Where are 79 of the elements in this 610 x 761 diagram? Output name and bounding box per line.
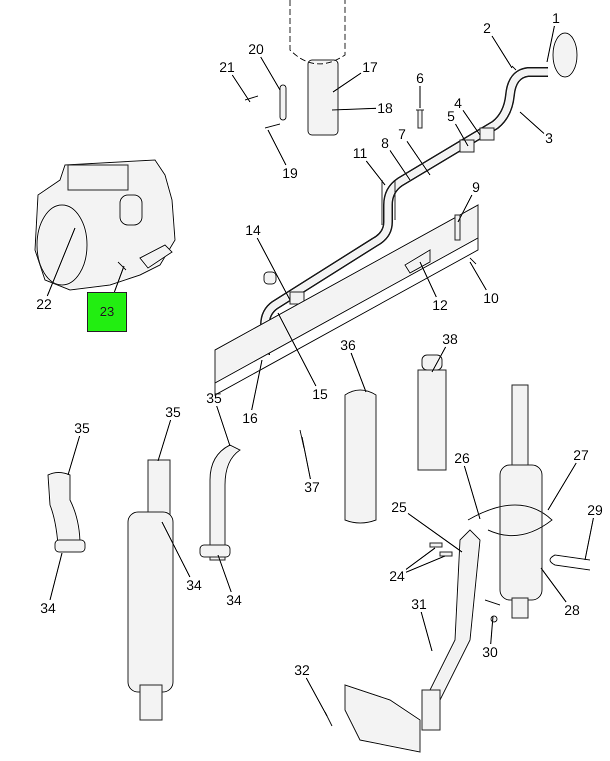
leader-line <box>546 26 555 62</box>
leader-line <box>455 124 468 146</box>
callout-number: 35 <box>74 420 90 436</box>
leader-line <box>462 110 480 136</box>
callout-number: 16 <box>242 410 258 426</box>
leader-line <box>464 466 481 520</box>
leader-line <box>390 150 410 180</box>
leader-line <box>540 568 567 602</box>
leader-line <box>278 312 316 386</box>
callout-number: 37 <box>304 479 320 495</box>
leader-line <box>260 56 280 90</box>
leader-line <box>406 548 436 570</box>
leader-line <box>584 518 594 560</box>
leader-line <box>490 616 494 644</box>
leader-line <box>232 74 250 102</box>
callout-number: 31 <box>411 596 427 612</box>
callout-number: 25 <box>391 499 407 515</box>
leader-line <box>162 522 190 578</box>
callout-number: 26 <box>454 450 470 466</box>
callout-number: 30 <box>482 644 498 660</box>
callout-number: 5 <box>447 108 455 124</box>
callout-number: 20 <box>248 41 264 57</box>
callout-number: 34 <box>186 577 202 593</box>
leader-line <box>332 72 362 92</box>
leader-line <box>67 436 80 476</box>
leader-line <box>114 266 125 292</box>
callout-number: 12 <box>432 297 448 313</box>
callout-number: 29 <box>587 502 603 518</box>
callout-number: 21 <box>219 59 235 75</box>
leader-line <box>406 141 430 176</box>
leader-line <box>306 678 328 716</box>
leader-line <box>157 420 172 462</box>
callout-number: 24 <box>389 568 405 584</box>
leader-line <box>470 262 487 290</box>
leader-line <box>520 112 544 134</box>
callout-number: 10 <box>483 290 499 306</box>
leader-line <box>366 160 386 186</box>
callout-number: 27 <box>573 447 589 463</box>
leader-line <box>406 556 446 573</box>
callout-number: 35 <box>206 390 222 406</box>
callout-number: 6 <box>416 70 424 86</box>
callout-number: 19 <box>282 165 298 181</box>
callout-number: 14 <box>245 222 261 238</box>
callout-number: 34 <box>226 592 242 608</box>
callout-number: 7 <box>398 126 406 142</box>
leader-line <box>419 86 421 108</box>
callout-number: 3 <box>545 130 553 146</box>
callout-number: 22 <box>36 296 52 312</box>
leader-line <box>256 238 290 300</box>
callout-number: 15 <box>312 386 328 402</box>
callout-number: 35 <box>165 404 181 420</box>
callout-number: 8 <box>381 135 389 151</box>
leader-line <box>408 512 462 552</box>
callout-number: 1 <box>552 10 560 26</box>
callout-number: 36 <box>340 337 356 353</box>
leader-line <box>332 108 376 111</box>
callout-number: 38 <box>442 331 458 347</box>
callout-number: 17 <box>362 59 378 75</box>
leader-line <box>420 262 437 298</box>
leader-line <box>49 552 63 600</box>
callout-number: 32 <box>294 662 310 678</box>
callout-number: 11 <box>352 145 368 161</box>
leader-line <box>301 436 311 480</box>
leader-line <box>268 130 286 166</box>
callout-number: 34 <box>40 600 56 616</box>
callout-number: 4 <box>454 95 462 111</box>
leader-line <box>217 554 232 592</box>
leader-line <box>350 352 367 392</box>
leader-line <box>548 462 577 510</box>
callout-number: 18 <box>377 100 393 116</box>
callout-number: 28 <box>564 602 580 618</box>
leader-line <box>492 36 512 68</box>
callout-number: 2 <box>483 20 491 36</box>
callout-number: 9 <box>472 179 480 195</box>
leader-line <box>216 406 231 446</box>
leader-line <box>251 360 263 410</box>
highlighted-callout-number: 23 <box>87 292 127 332</box>
leader-line <box>420 612 433 652</box>
leader-line <box>458 194 472 222</box>
